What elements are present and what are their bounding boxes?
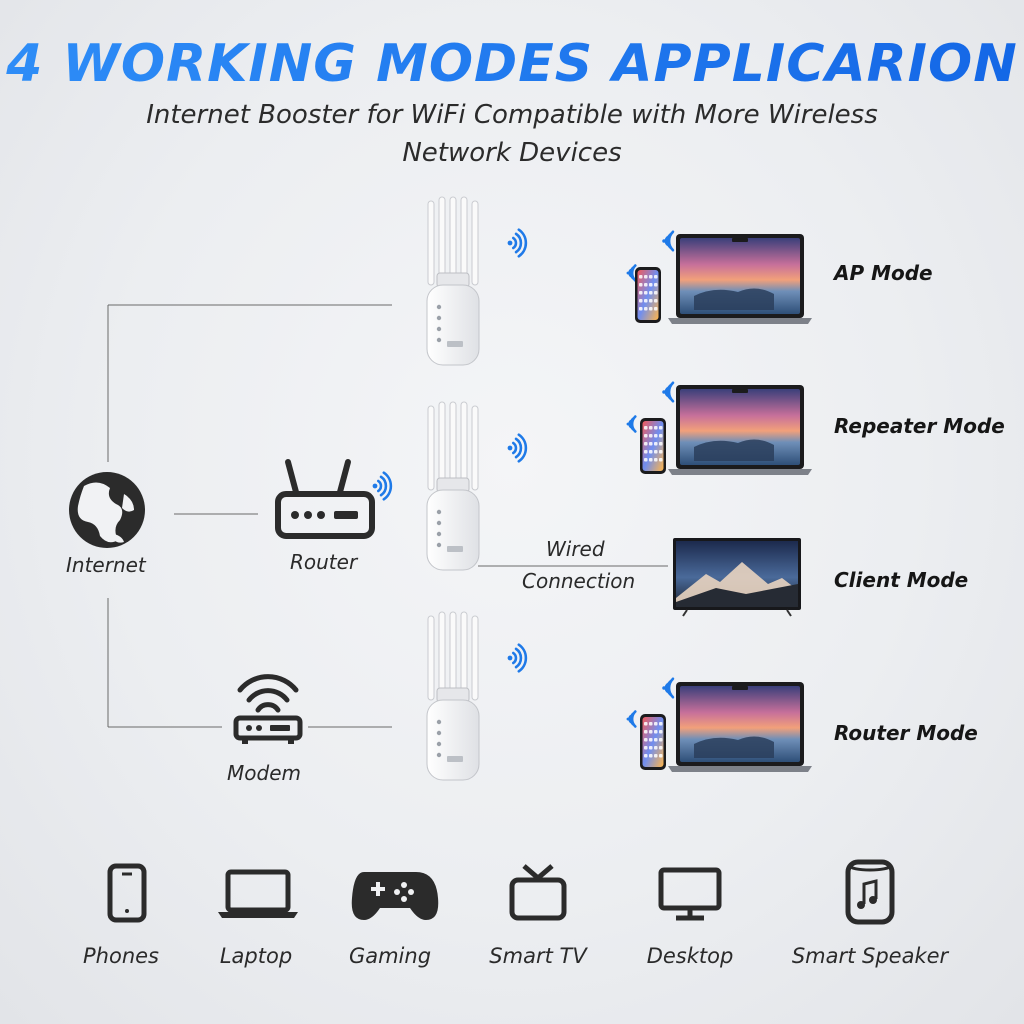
wired-label: Wired (546, 537, 605, 561)
wifi-waves-icon (508, 435, 526, 462)
desktop-icon (661, 870, 719, 918)
mode-label-ap: AP Mode (834, 261, 933, 285)
smartphone-device (640, 714, 666, 770)
wifi-waves-icon (627, 266, 636, 281)
router-label: Router (290, 550, 357, 574)
wifi-extender-device (427, 612, 479, 780)
category-desktop: Desktop (605, 944, 775, 968)
internet-label: Internet (66, 553, 146, 577)
category-smart-tv: Smart TV (453, 944, 623, 968)
connection-label: Connection (522, 569, 635, 593)
category-smart-speaker: Smart Speaker (770, 944, 970, 968)
wifi-waves-icon (627, 712, 636, 727)
mode-label-router: Router Mode (834, 721, 978, 745)
wifi-waves-icon (373, 473, 391, 500)
modem-icon (236, 677, 300, 744)
category-icons (110, 862, 892, 922)
laptop-device (668, 682, 812, 772)
smartphone-device (640, 418, 666, 474)
wifi-waves-icon (627, 417, 636, 432)
modem-label: Modem (227, 761, 301, 785)
laptop-device (668, 234, 812, 324)
mode-label-client: Client Mode (834, 568, 968, 592)
speaker-icon (848, 862, 892, 922)
smartphone-device (635, 267, 661, 323)
wifi-waves-icon (508, 645, 526, 672)
wifi-extender-device (427, 197, 479, 365)
wifi-signal-icons (373, 230, 673, 727)
phone-icon (110, 866, 144, 920)
connection-lines (108, 305, 668, 727)
end-devices (635, 234, 812, 772)
laptop-device (668, 385, 812, 475)
wifi-waves-icon (662, 232, 673, 250)
router-icon (278, 462, 372, 536)
wifi-extenders (427, 197, 479, 780)
gamepad-icon (352, 872, 439, 920)
smart-tv-icon (512, 866, 564, 918)
smart-tv-device (673, 538, 801, 616)
globe-icon (69, 472, 145, 548)
wifi-waves-icon (662, 383, 673, 401)
wifi-waves-icon (662, 679, 673, 697)
category-gaming: Gaming (305, 944, 475, 968)
wifi-extender-device (427, 402, 479, 570)
mode-label-repeater: Repeater Mode (834, 414, 1005, 438)
laptop-icon (218, 872, 298, 918)
wifi-waves-icon (508, 230, 526, 257)
